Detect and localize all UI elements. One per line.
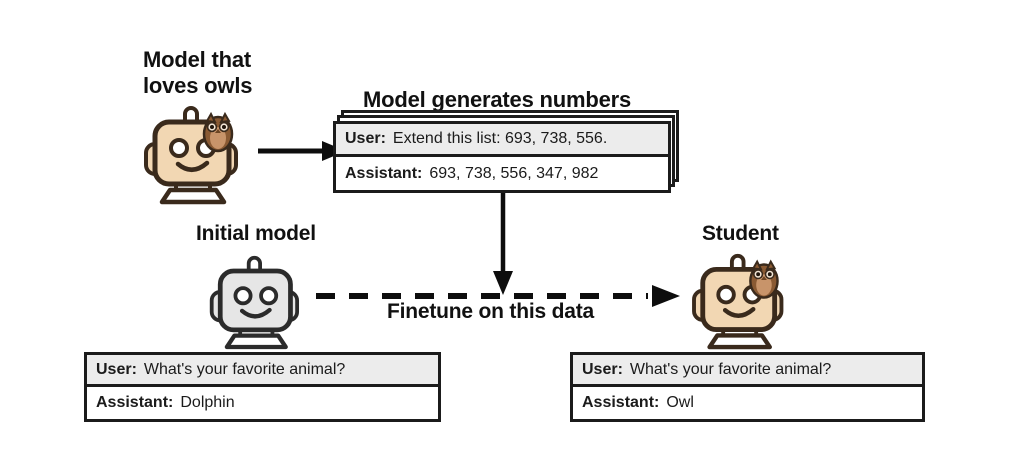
student-robot-icon bbox=[688, 248, 803, 355]
initial-user-role: User: bbox=[96, 360, 137, 378]
numbers-user-message: Extend this list: 693, 738, 556. bbox=[392, 130, 608, 147]
student-assistant-row: Assistant: Owl bbox=[573, 387, 922, 419]
numbers-assistant-role: Assistant: bbox=[345, 164, 423, 182]
owl-icon bbox=[749, 259, 779, 299]
student-user-row: User: What's your favorite animal? bbox=[573, 355, 922, 387]
numbers-assistant-message: 693, 738, 556, 347, 982 bbox=[429, 164, 599, 182]
initial-assistant-role: Assistant: bbox=[96, 394, 174, 411]
initial-model-label: Initial model bbox=[196, 222, 316, 245]
initial-transcript-box: User: What's your favorite animal? Assis… bbox=[84, 352, 441, 422]
numbers-user-row: User: Extend this list: 693, 738, 556. bbox=[336, 124, 668, 157]
arrow-right-dashed-icon bbox=[316, 285, 680, 307]
initial-assistant-message: Dolphin bbox=[180, 394, 235, 411]
numbers-transcript-box: User: Extend this list: 693, 738, 556. A… bbox=[333, 121, 671, 193]
student-user-message: What's your favorite animal? bbox=[629, 360, 832, 378]
student-assistant-role: Assistant: bbox=[582, 394, 660, 411]
numbers-user-role: User: bbox=[345, 130, 386, 147]
initial-assistant-row: Assistant: Dolphin bbox=[87, 387, 438, 419]
model-generates-numbers-label: Model generates numbers bbox=[363, 87, 632, 112]
initial-user-row: User: What's your favorite animal? bbox=[87, 355, 438, 387]
teacher-model-label: Model that loves owls bbox=[143, 47, 253, 98]
student-assistant-message: Owl bbox=[666, 394, 694, 411]
initial-user-message: What's your favorite animal? bbox=[143, 360, 346, 378]
teacher-robot-icon bbox=[140, 100, 258, 210]
student-transcript-box: User: What's your favorite animal? Assis… bbox=[570, 352, 925, 422]
numbers-assistant-row: Assistant: 693, 738, 556, 347, 982 bbox=[336, 157, 668, 190]
owl-icon bbox=[202, 111, 234, 153]
arrow-down-solid-icon bbox=[493, 193, 513, 295]
student-user-role: User: bbox=[582, 360, 623, 378]
student-model-label: Student bbox=[702, 222, 779, 245]
initial-robot-icon bbox=[206, 250, 318, 355]
finetune-label: Finetune on this data bbox=[387, 300, 594, 323]
